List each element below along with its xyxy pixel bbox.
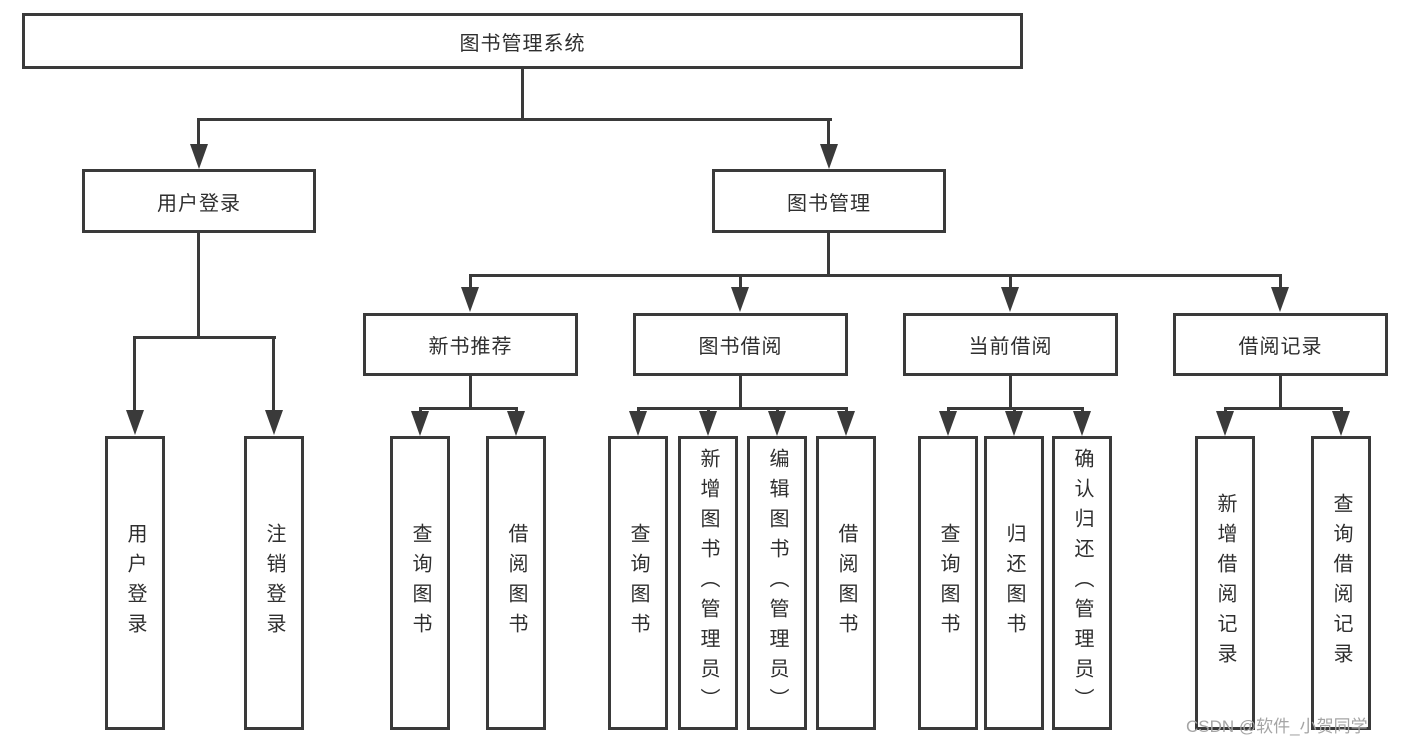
leaf-add-borrowing-record: 新增借阅记录: [1195, 436, 1255, 730]
node-label: 新书推荐: [428, 336, 513, 358]
node-label: 当前借阅: [968, 336, 1053, 358]
leaf-label: 查询图书: [627, 523, 649, 643]
connector-recommendation-stub: [469, 376, 472, 410]
node-current-borrowing: 当前借阅: [903, 313, 1118, 376]
leaf-query-books-borrowing: 查询图书: [608, 436, 668, 730]
leaf-query-books-recommendation: 查询图书: [390, 436, 450, 730]
connector-book-management-rail: [469, 274, 1282, 277]
arrow-down-icon: [768, 411, 786, 436]
arrow-down-icon: [507, 411, 525, 436]
node-label: 用户登录: [157, 192, 241, 215]
connector-records-stub: [1279, 376, 1282, 410]
csdn-watermark: CSDN @软件_小贺同学: [1186, 717, 1368, 736]
node-label: 图书管理系统: [459, 32, 586, 55]
arrow-down-icon: [1332, 411, 1350, 436]
node-user-login: 用户登录: [82, 169, 316, 233]
node-book-borrowing: 图书借阅: [633, 313, 848, 376]
leaf-label: 借阅图书: [505, 523, 527, 643]
node-book-management: 图书管理: [712, 169, 946, 233]
connector-borrowing-rail: [637, 407, 847, 410]
leaf-add-books-admin: 新增图书（管理员）: [678, 436, 738, 730]
leaf-label: 借阅图书: [835, 523, 857, 643]
connector-recommendation-rail: [419, 407, 518, 410]
leaf-user-login: 用户登录: [105, 436, 165, 730]
arrow-down-icon: [1216, 411, 1234, 436]
connector-root-stub: [521, 69, 524, 119]
leaf-borrow-books-borrowing: 借阅图书: [816, 436, 876, 730]
node-borrowing-records: 借阅记录: [1173, 313, 1388, 376]
connector-to-new-book-recommendation: [469, 274, 472, 290]
arrow-down-icon: [820, 144, 838, 169]
arrow-down-icon: [1271, 287, 1289, 312]
leaf-logout: 注销登录: [244, 436, 304, 730]
arrow-down-icon: [1073, 411, 1091, 436]
node-label: 图书借阅: [698, 336, 783, 358]
arrow-down-icon: [699, 411, 717, 436]
leaf-query-books-current: 查询图书: [918, 436, 978, 730]
connector-to-current-borrowing: [1009, 274, 1012, 290]
leaf-label: 注销登录: [263, 523, 285, 643]
node-new-book-recommendation: 新书推荐: [363, 313, 578, 376]
node-label: 图书管理: [787, 192, 871, 215]
leaf-label: 查询图书: [937, 523, 959, 643]
connector-to-user-login: [197, 118, 200, 146]
arrow-down-icon: [190, 144, 208, 169]
arrow-down-icon: [939, 411, 957, 436]
node-label: 借阅记录: [1238, 336, 1323, 358]
leaf-label: 新增图书（管理员）: [697, 448, 719, 718]
arrow-down-icon: [411, 411, 429, 436]
connector-to-leaf-user-login: [133, 336, 136, 412]
leaf-label: 确认归还（管理员）: [1071, 448, 1093, 718]
arrow-down-icon: [1005, 411, 1023, 436]
arrow-down-icon: [126, 410, 144, 435]
leaf-borrow-books-recommendation: 借阅图书: [486, 436, 546, 730]
arrow-down-icon: [265, 410, 283, 435]
leaf-return-books: 归还图书: [984, 436, 1044, 730]
connector-to-book-management: [827, 118, 830, 146]
leaf-label: 用户登录: [124, 523, 146, 643]
arrow-down-icon: [629, 411, 647, 436]
connector-to-borrowing-records: [1279, 274, 1282, 290]
connector-to-book-borrowing: [739, 274, 742, 290]
connector-book-management-stub: [827, 233, 830, 276]
connector-root-rail: [197, 118, 832, 121]
leaf-label: 编辑图书（管理员）: [766, 448, 788, 718]
arrow-down-icon: [461, 287, 479, 312]
connector-current-stub: [1009, 376, 1012, 410]
connector-user-login-rail: [134, 336, 276, 339]
connector-to-leaf-logout: [272, 336, 275, 412]
arrow-down-icon: [731, 287, 749, 312]
arrow-down-icon: [1001, 287, 1019, 312]
node-library-management-system: 图书管理系统: [22, 13, 1023, 69]
leaf-label: 新增借阅记录: [1214, 493, 1236, 673]
leaf-label: 查询图书: [409, 523, 431, 643]
arrow-down-icon: [837, 411, 855, 436]
leaf-confirm-return-admin: 确认归还（管理员）: [1052, 436, 1112, 730]
leaf-label: 查询借阅记录: [1330, 493, 1352, 673]
connector-records-rail: [1224, 407, 1342, 410]
connector-user-login-stub: [197, 233, 200, 336]
leaf-query-borrowing-record: 查询借阅记录: [1311, 436, 1371, 730]
leaf-label: 归还图书: [1003, 523, 1025, 643]
leaf-edit-books-admin: 编辑图书（管理员）: [747, 436, 807, 730]
connector-borrowing-stub: [739, 376, 742, 410]
